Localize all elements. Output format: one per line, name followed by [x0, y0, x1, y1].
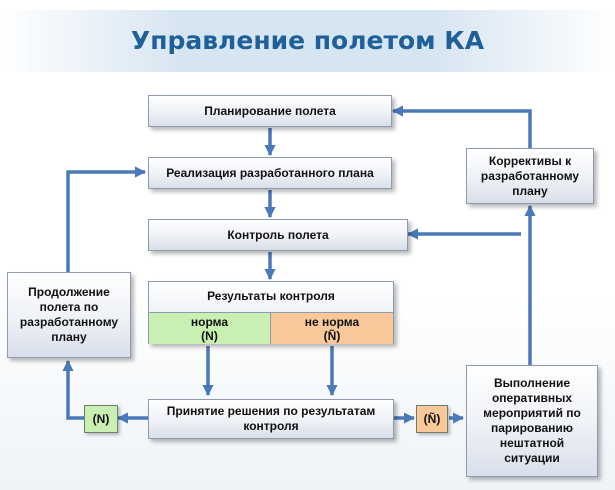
correctives-box: Коррективы к разработанному плану — [466, 148, 594, 204]
page-title: Управление полетом КА — [130, 26, 485, 55]
norm-symbol: (N) — [201, 328, 218, 343]
results-label: Результаты контроля — [207, 289, 335, 303]
not-norm-label: не норма — [304, 314, 360, 329]
norm-cell: норма (N) — [149, 312, 271, 344]
continuation-box: Продолжение полета по разработанному пла… — [7, 272, 131, 358]
arrow-correctives-planning — [391, 105, 532, 148]
arrow-continuation-realization — [66, 166, 147, 272]
not-norm-symbol: (Ñ) — [323, 328, 341, 343]
not-norm-cell: не норма (Ñ) — [271, 312, 393, 344]
decision-box: Принятие решения по результатам контроля — [148, 399, 394, 439]
control-box: Контроль полета — [148, 219, 408, 251]
arrow-normtag-continuation — [62, 359, 84, 420]
norm-label: норма — [190, 314, 229, 329]
norm-tag: (N) — [84, 405, 118, 433]
title-band — [0, 10, 615, 72]
realization-box: Реализация разработанного плана — [148, 157, 392, 189]
planning-box: Планирование полета — [148, 95, 392, 127]
not-norm-tag: (Ñ) — [416, 405, 448, 433]
execution-box: Выполнение оперативных мероприятий по па… — [466, 365, 598, 477]
